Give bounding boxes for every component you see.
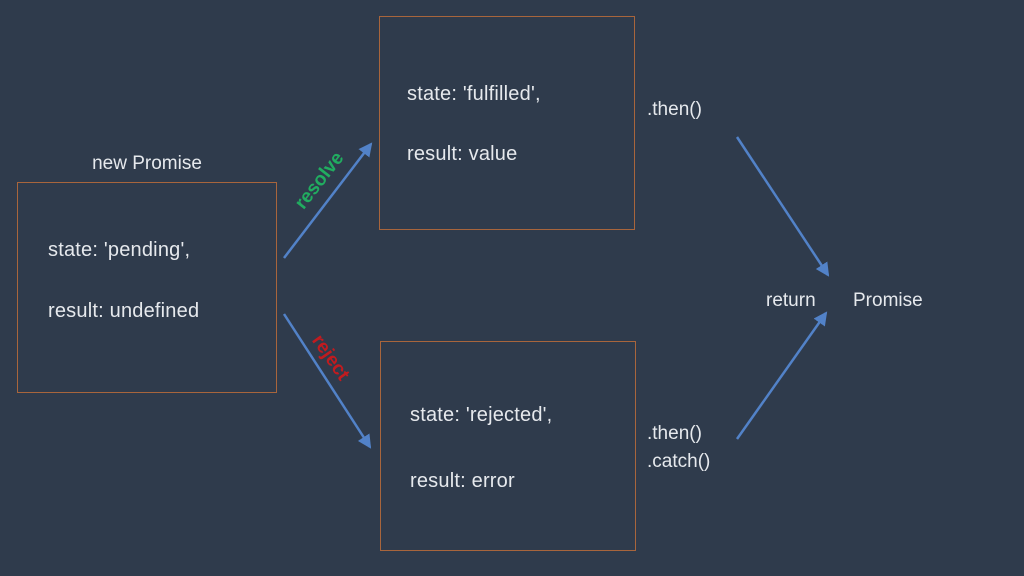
catch-to-promise-arrow (735, 311, 828, 440)
pending-state-line: state: 'pending', (48, 239, 191, 261)
then-label-top: .then() (647, 99, 702, 120)
fulfilled-state-box: state: 'fulfilled', result: value (379, 16, 635, 230)
promise-label: Promise (853, 290, 923, 311)
rejected-result-line: result: error (410, 470, 515, 492)
return-label: return (766, 290, 816, 311)
resolve-label: resolve (290, 148, 349, 214)
pending-result-line: result: undefined (48, 300, 200, 322)
fulfilled-state-line: state: 'fulfilled', (407, 83, 541, 105)
reject-label: reject (307, 330, 354, 385)
rejected-state-line: state: 'rejected', (410, 404, 553, 426)
rejected-state-box: state: 'rejected', result: error (380, 341, 636, 551)
fulfilled-result-line: result: value (407, 143, 518, 165)
then-label-bottom: .then() (647, 423, 702, 444)
then-to-promise-arrow (735, 136, 830, 277)
new-promise-title: new Promise (92, 153, 202, 174)
pending-state-box: state: 'pending', result: undefined (17, 182, 277, 393)
catch-label: .catch() (647, 451, 711, 472)
